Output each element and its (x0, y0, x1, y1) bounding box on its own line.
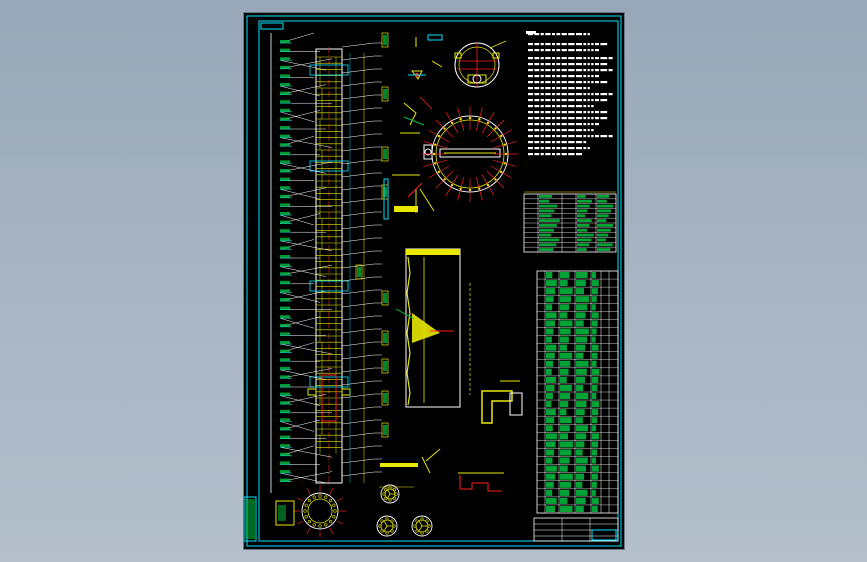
drawing-canvas (244, 15, 622, 547)
data-tables (523, 191, 619, 514)
plate-detail (383, 174, 435, 220)
flange-details (275, 484, 433, 537)
detail-views-top (400, 34, 443, 134)
tray-plan (422, 106, 518, 202)
column-nozzle-tags (355, 32, 389, 438)
bottom-details (380, 448, 504, 492)
revision-fill (245, 499, 255, 539)
outer-frame (246, 15, 622, 547)
column-leader-lines (279, 32, 382, 484)
title-block (533, 517, 619, 542)
top-section-plan (454, 40, 507, 88)
revision-block (244, 496, 257, 542)
nozzle-detail (481, 380, 523, 424)
column-elevation (307, 47, 365, 485)
drawing-sheet[interactable] (244, 13, 624, 549)
wall-detail (395, 248, 471, 408)
drawing-number-box (260, 22, 284, 30)
technical-notes (526, 31, 613, 156)
